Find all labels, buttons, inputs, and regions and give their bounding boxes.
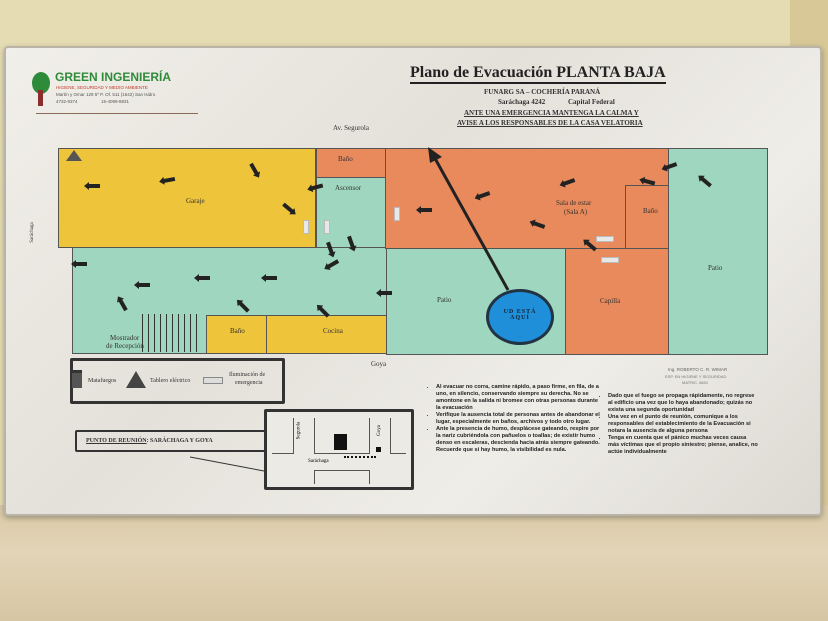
label-sala-1: Sala de estar <box>556 199 592 207</box>
label-bano-right: Baño <box>643 207 658 215</box>
company-name: GREEN INGENIERÍA <box>55 70 172 84</box>
instruction: Al evacuar no corra, camine rápido, a pa… <box>436 384 604 412</box>
exit-arrow-icon <box>261 274 277 282</box>
meeting-point-value: : SARÁCHAGA Y GOYA <box>146 438 213 444</box>
room-garaje <box>58 148 316 248</box>
company-phone-2: 15-4099-8831 <box>101 99 130 104</box>
signature-matricula: MATRIC. 8601 <box>682 380 709 385</box>
minimap-block <box>314 418 370 454</box>
header-line1: FUNARG SA – COCHERÍA PARANÁ <box>484 88 601 96</box>
minimap <box>264 409 414 490</box>
label-mostrador-2: de Recepción <box>106 342 144 350</box>
exit-arrow-icon <box>71 260 87 268</box>
legend-extinguisher: Matafuegos <box>88 378 117 384</box>
label-mostrador-1: Mostrador <box>110 334 140 342</box>
legend <box>70 358 285 404</box>
instruction: Verifique la ausencia total de personas … <box>436 412 604 426</box>
electric-panel-icon <box>66 150 82 161</box>
emergency-light-icon <box>601 257 619 263</box>
label-patio-right: Patio <box>708 264 723 272</box>
exit-arrow-icon <box>134 281 150 289</box>
emergency-light-legend-icon <box>203 377 223 384</box>
minimap-route <box>344 456 376 458</box>
instruction: Dado que el fuego se propaga rápidamente… <box>608 393 758 414</box>
minimap-block <box>390 418 406 454</box>
company-address: Martín y Omar 129 5º P. Of. 511 (1642) S… <box>56 92 156 97</box>
room-bano-bottom <box>206 315 267 354</box>
street-bottom: Goya <box>371 360 387 368</box>
emergency-light-icon <box>394 207 400 221</box>
street-top: Av. Segurola <box>333 124 369 132</box>
emergency-light-icon <box>324 220 330 234</box>
header-city: Capital Federal <box>568 98 615 106</box>
instruction: Una vez en el punto de reunión, comuniqu… <box>608 414 758 435</box>
label-sala-2: (Sala A) <box>564 208 588 216</box>
emergency-light-icon <box>596 236 614 242</box>
room-patio-right <box>668 148 768 355</box>
minimap-destination <box>376 447 381 452</box>
electric-panel-legend-icon <box>126 371 146 388</box>
warning-1: ANTE UNA EMERGENCIA MANTENGA LA CALMA Y <box>464 109 639 117</box>
meeting-point-label: PUNTO DE REUNIÓN <box>86 438 147 444</box>
label-bano-bottom: Baño <box>230 327 245 335</box>
minimap-segurola: Segurola <box>296 421 302 440</box>
floor <box>0 505 828 621</box>
street-left: Saráchaga <box>29 222 35 243</box>
label-bano-top: Baño <box>338 155 353 163</box>
minimap-block <box>272 418 294 454</box>
label-ascensor: Ascensor <box>335 184 362 192</box>
instruction: Tenga en cuenta que el pánico muchas vec… <box>608 435 758 456</box>
exit-arrow-icon <box>84 182 100 190</box>
instructions-right: Dado que el fuego se propaga rápidamente… <box>598 393 758 456</box>
warning-2: AVISE A LOS RESPONSABLES DE LA CASA VELA… <box>457 119 643 127</box>
signature-title: ESP. EN HIGIENE Y SEGURIDAD <box>665 374 727 379</box>
company-phone: 4732-9374 <box>56 99 78 104</box>
label-capilla: Capilla <box>600 297 621 305</box>
room-cocina <box>266 315 387 354</box>
fire-extinguisher-icon <box>72 370 82 388</box>
instructions-left: Al evacuar no corra, camine rápido, a pa… <box>426 384 604 454</box>
legend-lighting-2: emergencia <box>235 380 263 386</box>
emergency-light-icon <box>303 220 309 234</box>
you-are-here-line1: UD ESTÁ <box>503 309 537 315</box>
you-are-here-marker: UD ESTÁ AQUÍ <box>486 289 554 345</box>
label-garaje: Garaje <box>186 197 205 205</box>
minimap-block <box>314 470 370 484</box>
stairs <box>142 314 202 352</box>
signature-name: Ing. ROBERTO C. R. WIMAR <box>668 367 728 372</box>
room-capilla <box>565 248 669 355</box>
page-title: Plano de Evacuación PLANTA BAJA <box>410 64 666 84</box>
tree-logo-icon <box>32 72 50 106</box>
header-address: Saráchaga 4242 <box>498 98 546 106</box>
minimap-building <box>334 434 347 450</box>
minimap-goya: Goya <box>376 425 382 436</box>
legend-lighting-1: Iluminación de <box>229 372 266 378</box>
room-bano-top <box>316 148 386 178</box>
you-are-here-pointer <box>428 147 510 291</box>
exit-arrow-icon <box>416 206 432 214</box>
meeting-point: PUNTO DE REUNIÓN: SARÁCHAGA Y GOYA <box>86 438 213 444</box>
meeting-pointer <box>189 456 265 472</box>
company-tagline: HIGIENE, SEGURIDAD Y MEDIO AMBIENTE <box>56 85 148 90</box>
minimap-sarachaga: Saráchaga <box>308 459 329 464</box>
label-cocina: Cocina <box>323 327 343 335</box>
legend-panel: Tablero eléctrico <box>150 378 191 384</box>
label-patio-mid: Patio <box>437 296 452 304</box>
exit-arrow-icon <box>376 289 392 297</box>
exit-arrow-icon <box>194 274 210 282</box>
you-are-here-line2: AQUÍ <box>510 315 530 321</box>
logo-divider <box>36 113 198 114</box>
room-bano-right <box>625 185 669 249</box>
instruction: Ante la presencia de humo, desplácese ga… <box>436 426 604 454</box>
